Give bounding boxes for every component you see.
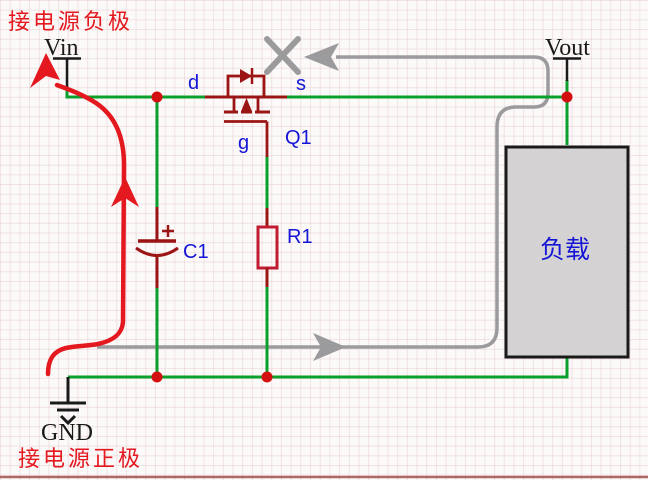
blocked-cross-icon bbox=[264, 36, 301, 75]
junction-dot bbox=[261, 371, 273, 383]
highlight-path-line bbox=[45, 82, 127, 377]
resistor-body bbox=[256, 225, 279, 270]
wire-bottom-rail bbox=[68, 357, 569, 379]
load-label: 负载 bbox=[540, 236, 590, 264]
gray-arrowhead-right-icon bbox=[313, 333, 346, 361]
gnd-symbol bbox=[50, 377, 86, 426]
top-note-label: 接电源负极 bbox=[8, 9, 133, 34]
mosfet-bulk-arrow-icon bbox=[241, 98, 252, 112]
wire-vin-to-drain bbox=[65, 86, 205, 99]
red-arrowhead-top-icon bbox=[30, 53, 60, 88]
mosfet-q1-symbol bbox=[205, 68, 287, 157]
vout-label: Vout bbox=[545, 35, 590, 61]
junction-dots bbox=[151, 91, 573, 383]
red-arrowhead-mid-icon bbox=[111, 177, 139, 207]
junction-dot bbox=[151, 91, 163, 103]
mosfet-pin-gate-label: g bbox=[238, 132, 249, 154]
junction-dot bbox=[561, 91, 573, 103]
gnd-label: GND bbox=[41, 420, 93, 446]
gray-arrowhead-left-icon bbox=[304, 43, 339, 71]
vout-terminal bbox=[553, 57, 581, 81]
load-box bbox=[504, 145, 630, 359]
capacitor-ref-label: C1 bbox=[183, 241, 209, 263]
vin-label: Vin bbox=[44, 35, 79, 61]
wires bbox=[65, 80, 569, 379]
junction-dot bbox=[151, 371, 163, 383]
vin-terminal bbox=[53, 57, 81, 88]
body-diode-icon bbox=[240, 69, 252, 83]
highlight-current-path bbox=[45, 82, 127, 377]
gnd-bar-3 bbox=[59, 414, 77, 426]
resistor-r1-symbol bbox=[256, 208, 279, 287]
blocked-path-line bbox=[97, 55, 550, 349]
mosfet-pin-drain-label: d bbox=[188, 72, 199, 94]
resistor-ref-label: R1 bbox=[287, 226, 313, 248]
capacitor-plate-curved bbox=[135, 246, 179, 257]
mosfet-ref-label: Q1 bbox=[285, 127, 312, 149]
mosfet-pin-source-label: s bbox=[296, 73, 306, 95]
bottom-note-label: 接电源正极 bbox=[18, 446, 143, 471]
capacitor-c1-symbol bbox=[135, 207, 179, 288]
blocked-current-path bbox=[97, 55, 550, 349]
